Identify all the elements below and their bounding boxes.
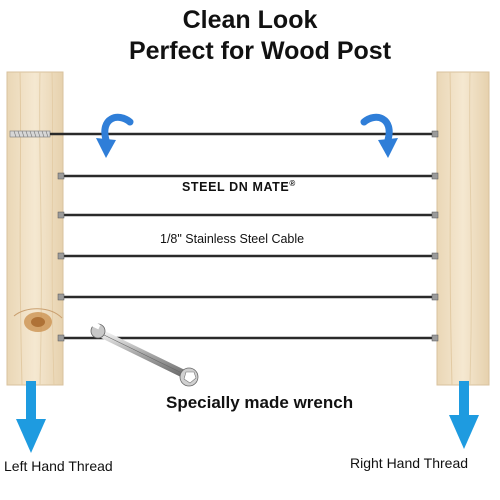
registered-mark: ® [289,179,296,188]
right-thread-label: Right Hand Thread [350,455,469,471]
brand-name: STEEL DN MATE [182,180,290,195]
headline-line-2: Perfect for Wood Post [128,37,392,65]
cable-spec-label: 1/8" Stainless Steel Cable [160,232,305,246]
curved-arrow-icon [96,114,134,158]
left-wood-post [6,71,64,386]
down-arrow-icon [449,381,479,449]
cable-group [9,130,439,342]
right-wood-post [436,71,490,386]
brand-logo: STEEL DN MATE® [182,179,296,194]
wrench-label: Specially made wrench [166,393,354,412]
left-thread-label: Left Hand Thread [4,458,113,474]
curved-arrow-icon [360,114,398,158]
down-arrow-icon [16,381,46,453]
headline-line-1: Clean Look [182,6,318,34]
wrench-icon [90,321,199,387]
